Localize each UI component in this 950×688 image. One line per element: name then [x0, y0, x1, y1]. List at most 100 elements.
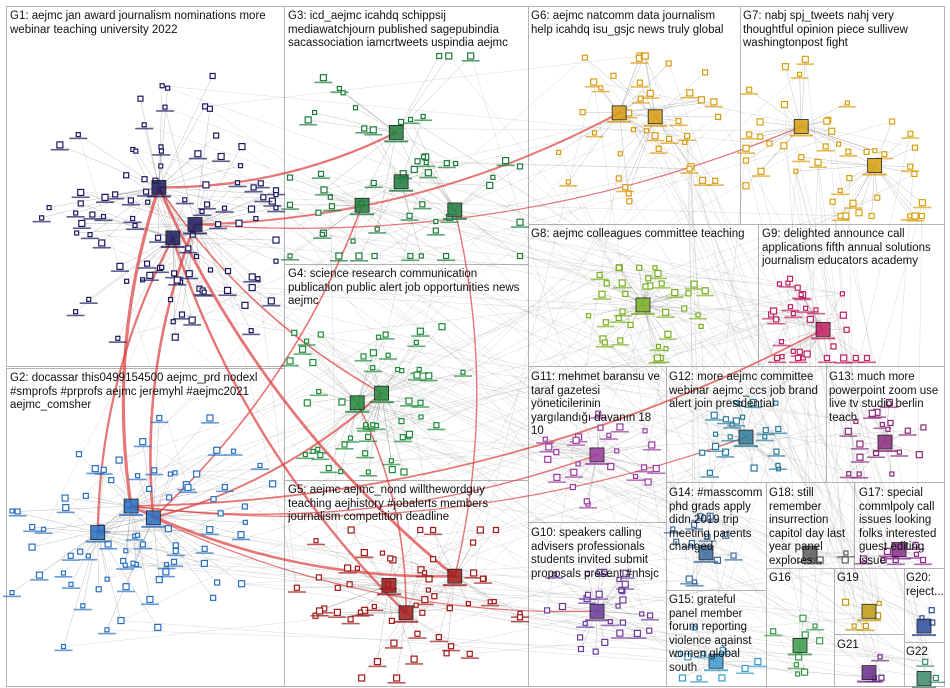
node-g4[interactable] — [347, 435, 354, 441]
hub-node-g16[interactable] — [792, 638, 808, 653]
node-g2[interactable] — [139, 541, 146, 548]
node-g7[interactable] — [872, 148, 878, 154]
node-g2[interactable] — [156, 414, 163, 422]
node-g19[interactable] — [862, 622, 869, 630]
node-g4[interactable] — [416, 327, 424, 335]
node-g1[interactable] — [238, 143, 246, 151]
node-g5[interactable] — [360, 548, 368, 557]
node-g2[interactable] — [122, 562, 128, 568]
hub-node-g2[interactable] — [145, 510, 161, 526]
node-g20[interactable] — [928, 607, 935, 614]
node-g22[interactable] — [922, 658, 929, 665]
node-g9[interactable] — [852, 354, 859, 362]
node-g7[interactable] — [742, 182, 750, 190]
node-g9[interactable] — [773, 316, 780, 323]
node-g2[interactable] — [146, 485, 153, 493]
node-g6[interactable] — [644, 128, 650, 134]
node-g1[interactable] — [234, 180, 241, 186]
node-g10[interactable] — [582, 620, 588, 627]
node-g7[interactable] — [829, 198, 836, 205]
node-g16[interactable] — [770, 628, 777, 635]
node-g11[interactable] — [640, 464, 648, 471]
node-g5[interactable] — [347, 526, 355, 534]
node-g1[interactable] — [141, 122, 147, 128]
node-g1[interactable] — [167, 296, 174, 303]
node-g6[interactable] — [579, 109, 586, 116]
node-g15[interactable] — [718, 674, 726, 682]
node-g14[interactable] — [713, 556, 722, 564]
node-g2[interactable] — [67, 552, 74, 559]
node-g6[interactable] — [701, 69, 709, 76]
node-g1[interactable] — [158, 148, 165, 154]
node-g4[interactable] — [385, 352, 391, 358]
node-g2[interactable] — [193, 470, 201, 478]
node-g3[interactable] — [516, 218, 524, 226]
node-g3[interactable] — [287, 253, 293, 259]
node-g3[interactable] — [424, 169, 432, 177]
node-g10[interactable] — [577, 645, 585, 653]
node-g5[interactable] — [421, 570, 428, 576]
node-g1[interactable] — [170, 319, 176, 325]
node-g1[interactable] — [248, 328, 254, 334]
node-g3[interactable] — [371, 252, 378, 260]
node-g12[interactable] — [749, 398, 757, 407]
node-g8[interactable] — [654, 269, 662, 278]
node-g1[interactable] — [217, 152, 225, 161]
node-g2[interactable] — [237, 531, 245, 539]
node-g4[interactable] — [370, 365, 376, 371]
node-g10[interactable] — [619, 619, 627, 626]
hub-node-g2[interactable] — [123, 498, 139, 514]
node-g4[interactable] — [304, 338, 310, 344]
node-g6[interactable] — [615, 175, 622, 182]
node-g2[interactable] — [40, 526, 47, 532]
node-g6[interactable] — [590, 78, 598, 86]
node-g2[interactable] — [164, 525, 172, 533]
node-g7[interactable] — [757, 167, 765, 175]
node-g5[interactable] — [466, 650, 473, 657]
node-g9[interactable] — [813, 307, 819, 313]
node-g4[interactable] — [413, 339, 419, 346]
node-g1[interactable] — [199, 208, 205, 215]
node-g7[interactable] — [801, 55, 809, 63]
node-g6[interactable] — [556, 149, 562, 155]
node-g13[interactable] — [887, 419, 894, 427]
node-g5[interactable] — [429, 556, 437, 563]
node-g12[interactable] — [721, 448, 730, 456]
node-g7[interactable] — [781, 63, 790, 71]
node-g12[interactable] — [699, 449, 706, 456]
node-g3[interactable] — [304, 116, 312, 124]
node-g8[interactable] — [627, 321, 634, 329]
node-g12[interactable] — [775, 462, 781, 468]
node-g5[interactable] — [293, 584, 300, 591]
node-g4[interactable] — [302, 451, 308, 458]
node-g2[interactable] — [104, 576, 110, 582]
node-g10[interactable] — [639, 611, 645, 617]
node-g10[interactable] — [601, 568, 608, 576]
node-g10[interactable] — [633, 629, 641, 637]
node-g9[interactable] — [776, 281, 783, 287]
node-g2[interactable] — [75, 451, 83, 458]
node-g7[interactable] — [846, 175, 853, 182]
node-g1[interactable] — [185, 270, 193, 278]
node-g6[interactable] — [655, 145, 662, 152]
node-g5[interactable] — [443, 650, 450, 657]
node-g3[interactable] — [319, 231, 325, 237]
node-g3[interactable] — [516, 252, 524, 260]
node-g12[interactable] — [750, 464, 758, 472]
node-g2[interactable] — [29, 523, 36, 531]
node-g8[interactable] — [671, 288, 679, 297]
node-g9[interactable] — [830, 343, 837, 350]
node-g4[interactable] — [375, 334, 382, 340]
node-g1[interactable] — [193, 253, 200, 260]
node-g2[interactable] — [210, 594, 217, 601]
node-g3[interactable] — [328, 203, 336, 210]
node-g1[interactable] — [209, 72, 216, 80]
node-g7[interactable] — [836, 141, 842, 147]
hub-node-g7[interactable] — [867, 158, 883, 173]
node-g5[interactable] — [410, 655, 418, 663]
node-g10[interactable] — [618, 586, 625, 594]
node-g5[interactable] — [357, 609, 364, 615]
node-g1[interactable] — [213, 132, 220, 139]
node-g4[interactable] — [291, 329, 298, 336]
node-g2[interactable] — [80, 603, 86, 609]
